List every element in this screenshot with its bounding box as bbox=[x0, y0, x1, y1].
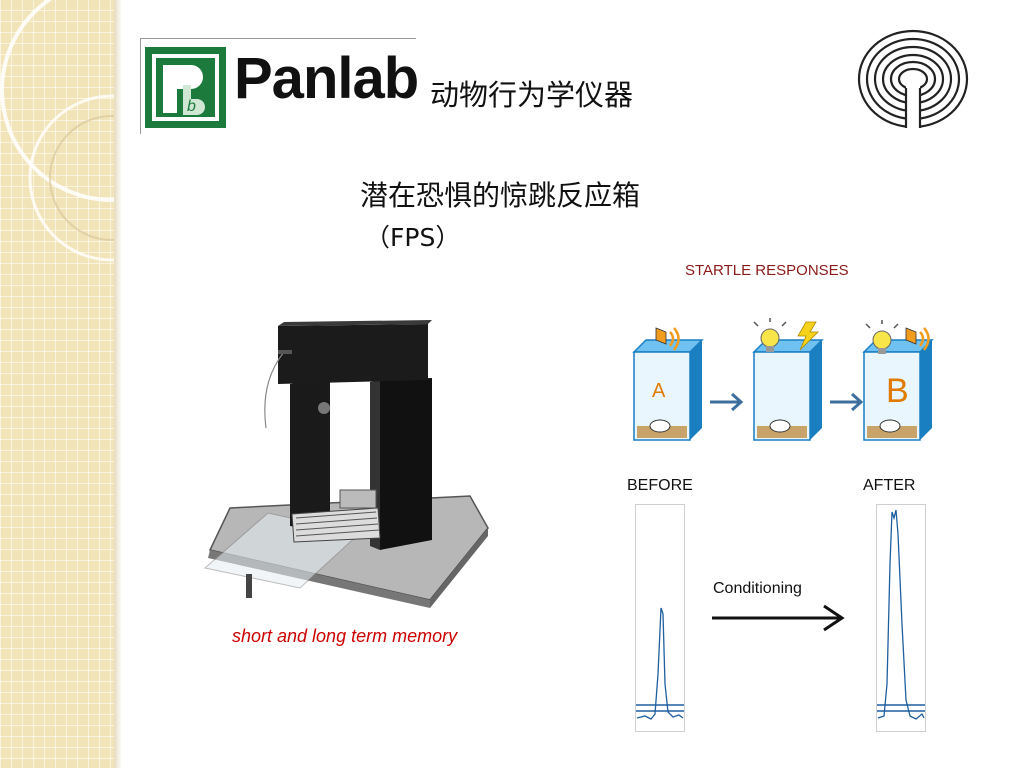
conditioning-label: Conditioning bbox=[713, 580, 802, 597]
box-context-b bbox=[862, 339, 934, 441]
box-context-a bbox=[632, 339, 704, 441]
logo-vertical-rule bbox=[140, 38, 141, 134]
sidebar-edge bbox=[114, 0, 122, 768]
before-startle-trace bbox=[635, 504, 685, 732]
panlab-logo-mark: b bbox=[145, 47, 226, 128]
brand-subtitle: 动物行为学仪器 bbox=[430, 78, 634, 112]
diagram-heading: STARTLE RESPONSES bbox=[685, 262, 849, 279]
box-label-a: A bbox=[652, 380, 666, 402]
before-label: BEFORE bbox=[627, 477, 693, 494]
logo-monogram-letter: b bbox=[187, 98, 196, 115]
after-startle-trace bbox=[876, 504, 926, 732]
arrow-right-icon bbox=[710, 392, 744, 412]
after-label: AFTER bbox=[863, 477, 916, 494]
conditioning-sequence-diagram bbox=[632, 318, 934, 441]
decorative-sidebar bbox=[0, 0, 114, 768]
arrow-right-icon bbox=[830, 392, 864, 412]
light-bulb-icon bbox=[865, 320, 899, 354]
box-conditioning bbox=[752, 339, 824, 441]
startle-box-apparatus-image bbox=[203, 320, 489, 608]
lightning-icon bbox=[797, 321, 819, 351]
logo-rule bbox=[140, 38, 416, 39]
labyrinth-icon bbox=[857, 29, 969, 130]
apparatus-caption: short and long term memory bbox=[232, 626, 458, 646]
speaker-icon bbox=[905, 327, 930, 351]
decorative-circles bbox=[0, 0, 114, 262]
box-label-b: B bbox=[886, 372, 909, 410]
slide-subtitle: （FPS） bbox=[365, 223, 461, 252]
arrow-right-icon bbox=[712, 604, 845, 632]
speaker-icon bbox=[655, 327, 680, 351]
slide-title: 潜在恐惧的惊跳反应箱 bbox=[360, 179, 641, 212]
light-bulb-icon bbox=[753, 318, 787, 352]
brand-name: Panlab bbox=[234, 46, 419, 111]
